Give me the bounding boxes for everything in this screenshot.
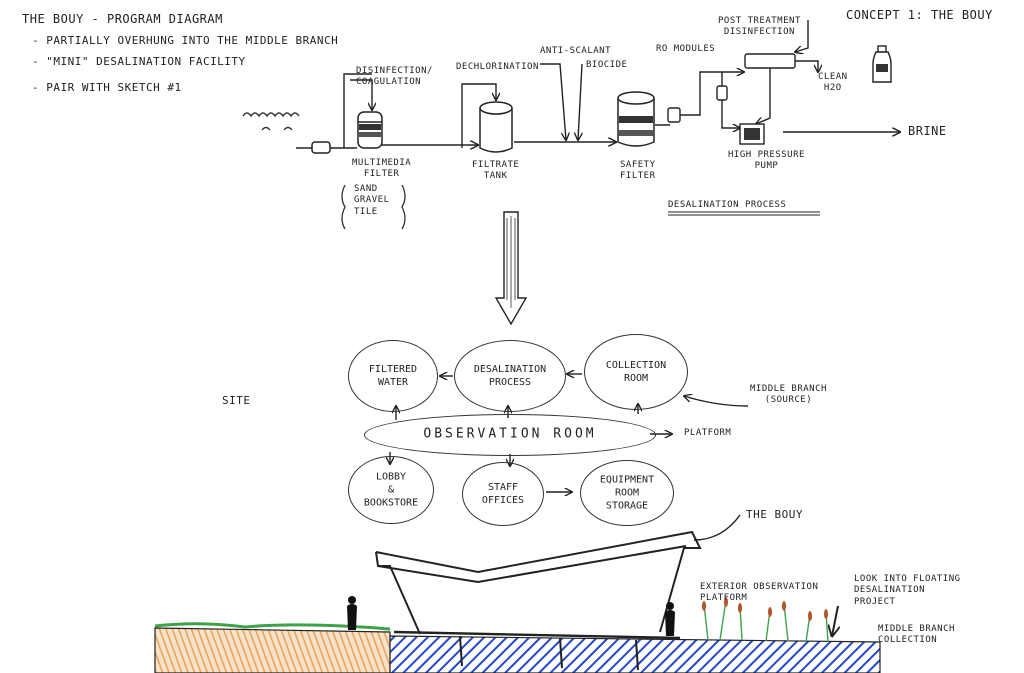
multimedia-filter — [357, 111, 383, 149]
label-filter-media: SAND GRAVEL TILE — [354, 184, 390, 217]
concept-title: CONCEPT 1: THE BOUY — [846, 8, 993, 22]
label-exterior-observation-platform: EXTERIOR OBSERVATION PLATFORM — [700, 582, 819, 604]
person-figure — [347, 596, 675, 636]
ground-section — [154, 627, 391, 673]
label-middle-branch-source: MIDDLE BRANCH (SOURCE) — [750, 384, 827, 406]
label-anti-scalant: ANTI-SCALANT — [540, 46, 612, 56]
label-clean-h2o: CLEAN H2O — [818, 72, 848, 94]
label-floating-desalination: LOOK INTO FLOATING DESALINATION PROJECT — [854, 574, 961, 607]
label-post-treatment: POST TREATMENT DISINFECTION — [718, 16, 801, 38]
bubble-staff-offices: STAFF OFFICES — [462, 462, 544, 526]
label-high-pressure-pump: HIGH PRESSURE PUMP — [728, 150, 805, 172]
label-site: SITE — [222, 394, 251, 407]
bubble-desalination-process: DESALINATION PROCESS — [454, 340, 566, 412]
water-intake-squiggle — [242, 112, 300, 118]
label-safety-filter: SAFETY FILTER — [620, 160, 656, 182]
ro-module-box — [744, 53, 796, 69]
label-ro-modules: RO MODULES — [656, 44, 716, 54]
label-dechlorination: DECHLORINATION — [456, 62, 539, 72]
caption-desalination-process: DESALINATION PROCESS — [668, 200, 787, 210]
bubble-observation-room: OBSERVATION ROOM — [364, 414, 656, 456]
bubble-filtered-water: FILTERED WATER — [348, 340, 438, 412]
label-disinfection: DISINFECTION/ COAGULATION — [356, 66, 433, 88]
label-middle-branch-collection: MIDDLE BRANCH COLLECTION — [878, 624, 955, 646]
high-pressure-pump — [739, 123, 765, 145]
bubble-collection-room: COLLECTION ROOM — [584, 334, 688, 410]
water-section — [389, 635, 881, 673]
note-3: - PAIR WITH SKETCH #1 — [32, 81, 182, 94]
process-pipe — [296, 124, 900, 154]
diagram-title: THE BOUY - PROGRAM DIAGRAM — [22, 12, 223, 26]
filtrate-tank — [479, 101, 513, 153]
bubble-lobby-bookstore: LOBBY & BOOKSTORE — [348, 456, 434, 524]
note-2: - "MINI" DESALINATION FACILITY — [32, 55, 246, 68]
bubble-equipment-storage: EQUIPMENT ROOM STORAGE — [580, 460, 674, 526]
label-the-bouy: THE BOUY — [746, 508, 803, 521]
bottle-icon — [872, 45, 892, 83]
bouy-structure — [375, 530, 702, 671]
label-biocide: BIOCIDE — [586, 60, 628, 70]
note-1: - PARTIALLY OVERHUNG INTO THE MIDDLE BRA… — [32, 34, 339, 47]
label-platform: PLATFORM — [684, 428, 732, 438]
safety-filter — [617, 91, 655, 147]
label-brine: BRINE — [908, 124, 947, 138]
down-arrow — [494, 211, 528, 326]
label-multimedia-filter: MULTIMEDIA FILTER — [352, 158, 412, 180]
reeds — [702, 597, 829, 643]
label-filtrate-tank: FILTRATE TANK — [472, 160, 520, 182]
